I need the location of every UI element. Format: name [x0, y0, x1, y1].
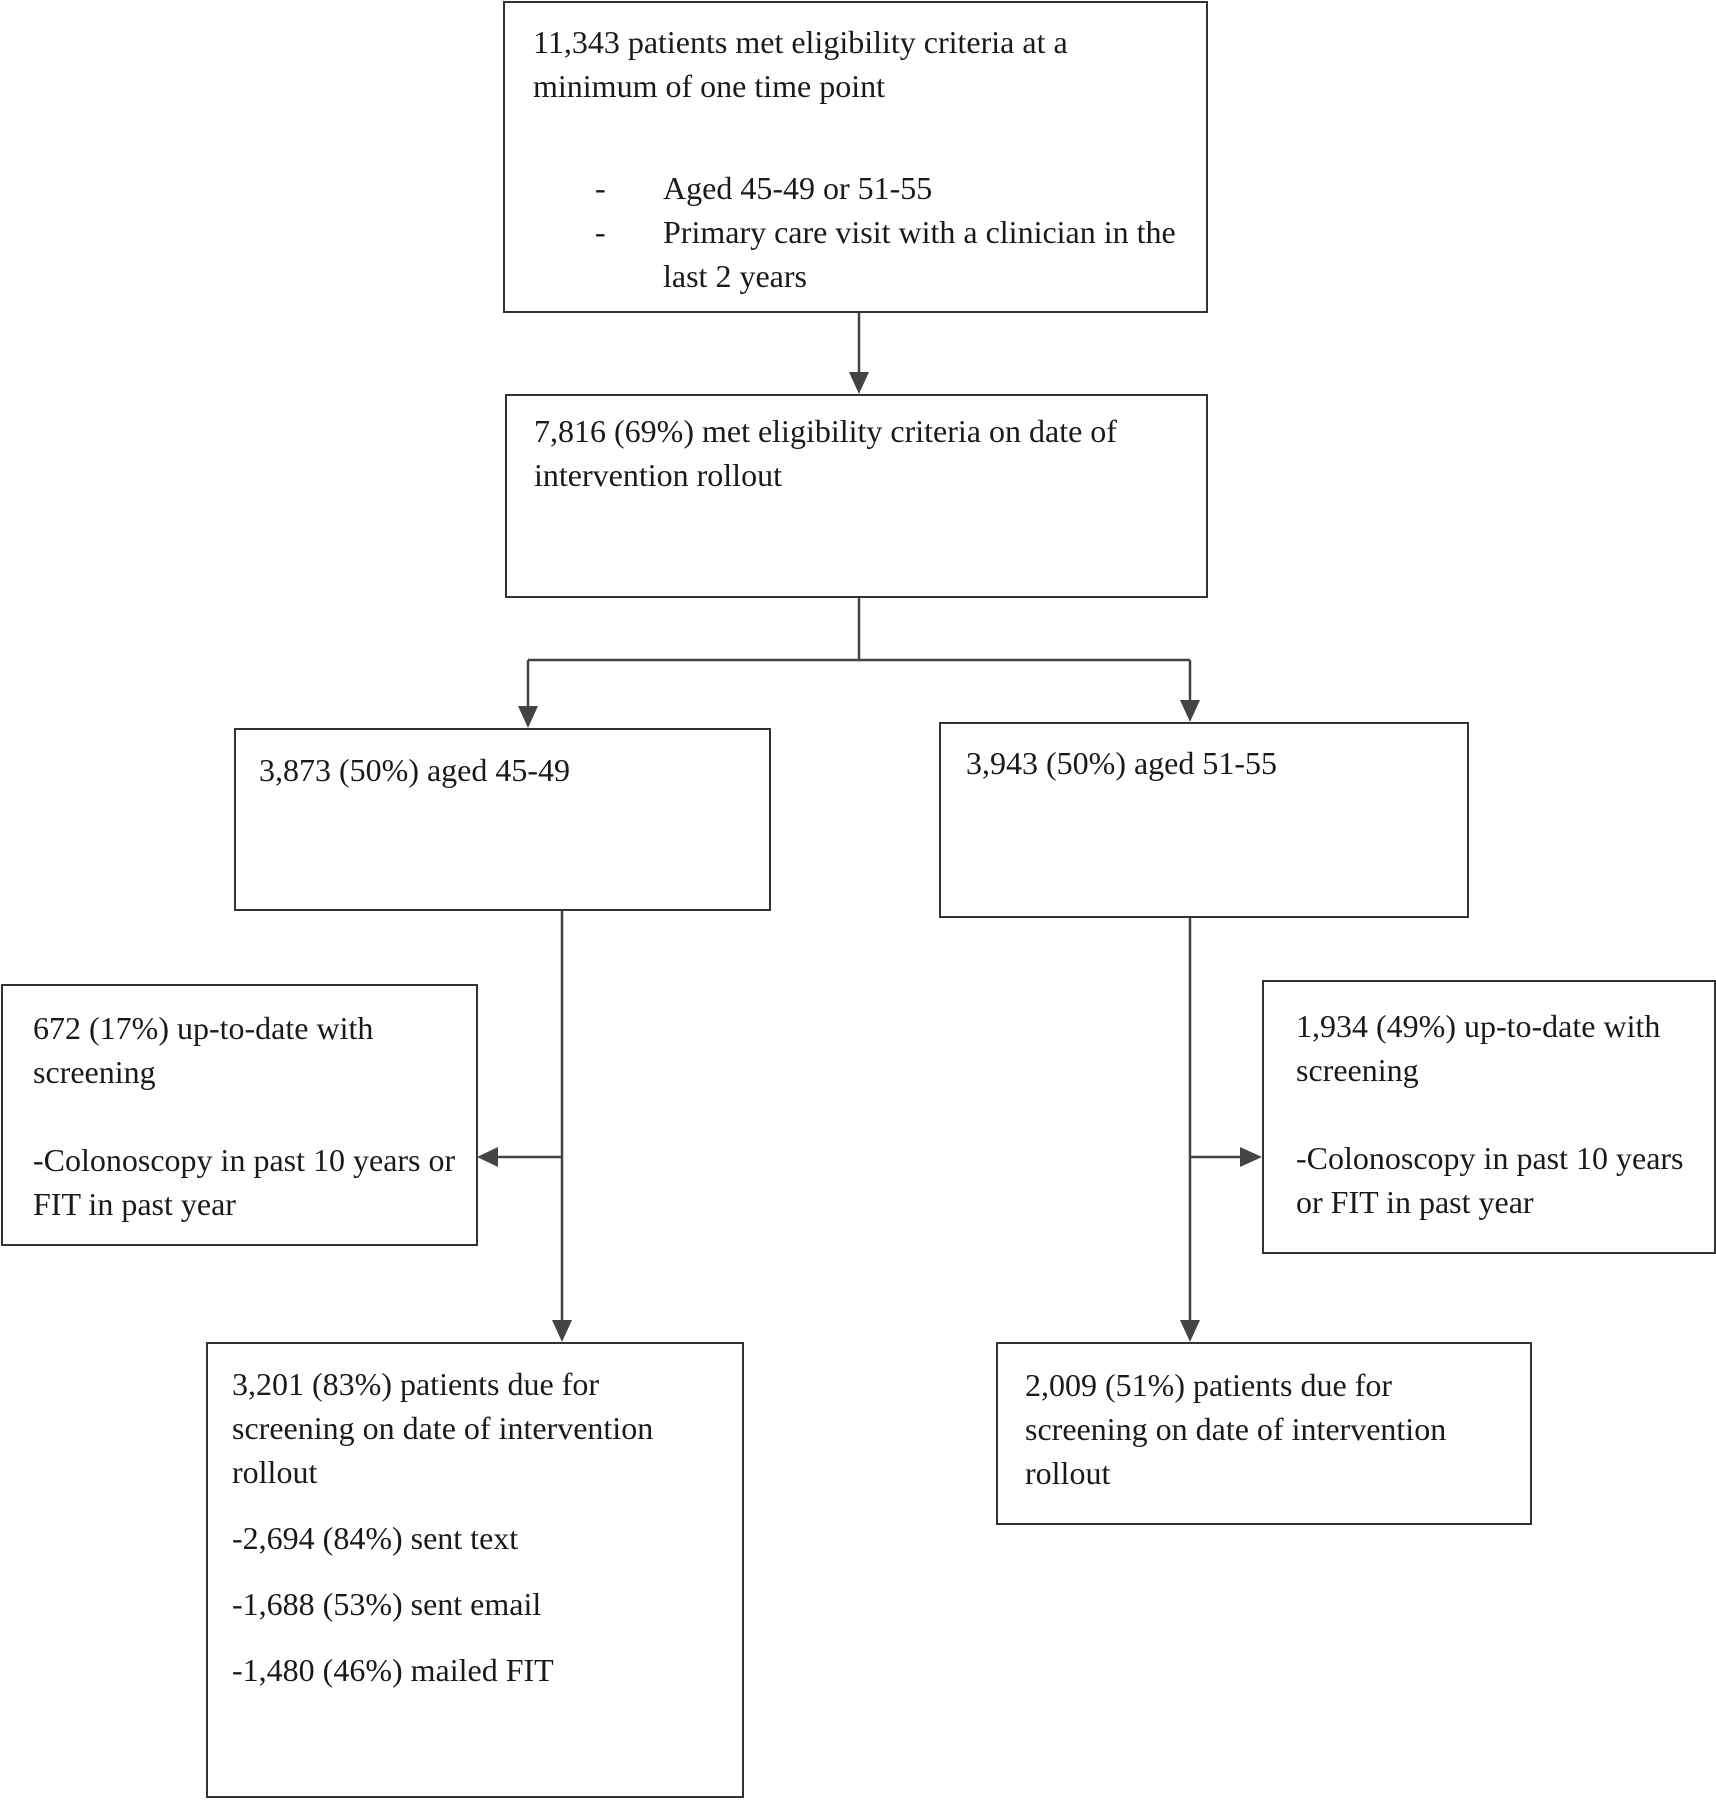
eligible-total-text: 11,343 patients met eligibility criteria… — [533, 24, 1068, 104]
box-uptodate-45-49: 672 (17%) up-to-date with screening -Col… — [1, 984, 478, 1246]
box-eligible-rollout: 7,816 (69%) met eligibility criteria on … — [505, 394, 1208, 598]
due-51-55-text: 2,009 (51%) patients due for screening o… — [1025, 1367, 1447, 1491]
box-due-51-55: 2,009 (51%) patients due for screening o… — [996, 1342, 1532, 1525]
criterion-age: Aged 45-49 or 51-55 — [533, 166, 1176, 210]
intervention-email: -1,688 (53%) sent email — [232, 1586, 542, 1622]
arrowhead-to-due-51-55 — [1180, 1320, 1200, 1342]
uptodate-51-55-text: 1,934 (49%) up-to-date with screening — [1296, 1008, 1661, 1088]
due-45-49-text: 3,201 (83%) patients due for screening o… — [232, 1366, 654, 1490]
box-due-45-49: 3,201 (83%) patients due for screening o… — [206, 1342, 744, 1798]
arrowhead-total-to-rollout — [849, 372, 869, 394]
uptodate-51-55-detail: -Colonoscopy in past 10 years or FIT in … — [1296, 1140, 1684, 1220]
box-uptodate-51-55: 1,934 (49%) up-to-date with screening -C… — [1262, 980, 1716, 1254]
arrowhead-to-aged-45-49 — [518, 706, 538, 728]
aged-51-55-text: 3,943 (50%) aged 51-55 — [966, 745, 1278, 781]
intervention-text-message: -2,694 (84%) sent text — [232, 1520, 519, 1556]
arrowhead-to-uptodate-51-55 — [1240, 1147, 1262, 1167]
uptodate-45-49-detail: -Colonoscopy in past 10 years or FIT in … — [33, 1142, 456, 1222]
uptodate-45-49-text: 672 (17%) up-to-date with screening — [33, 1010, 374, 1090]
eligibility-criteria-list: Aged 45-49 or 51-55 Primary care visit w… — [533, 166, 1176, 298]
arrowhead-to-aged-51-55 — [1180, 700, 1200, 722]
eligible-rollout-text: 7,816 (69%) met eligibility criteria on … — [534, 413, 1117, 493]
arrowhead-to-uptodate-45-49 — [477, 1147, 498, 1167]
criterion-primary-care: Primary care visit with a clinician in t… — [533, 210, 1176, 298]
aged-45-49-text: 3,873 (50%) aged 45-49 — [259, 752, 571, 788]
box-eligible-total: 11,343 patients met eligibility criteria… — [503, 1, 1208, 313]
intervention-mailed-fit: -1,480 (46%) mailed FIT — [232, 1652, 554, 1688]
box-aged-51-55: 3,943 (50%) aged 51-55 — [939, 722, 1469, 918]
box-aged-45-49: 3,873 (50%) aged 45-49 — [234, 728, 771, 911]
arrowhead-to-due-45-49 — [552, 1320, 572, 1342]
